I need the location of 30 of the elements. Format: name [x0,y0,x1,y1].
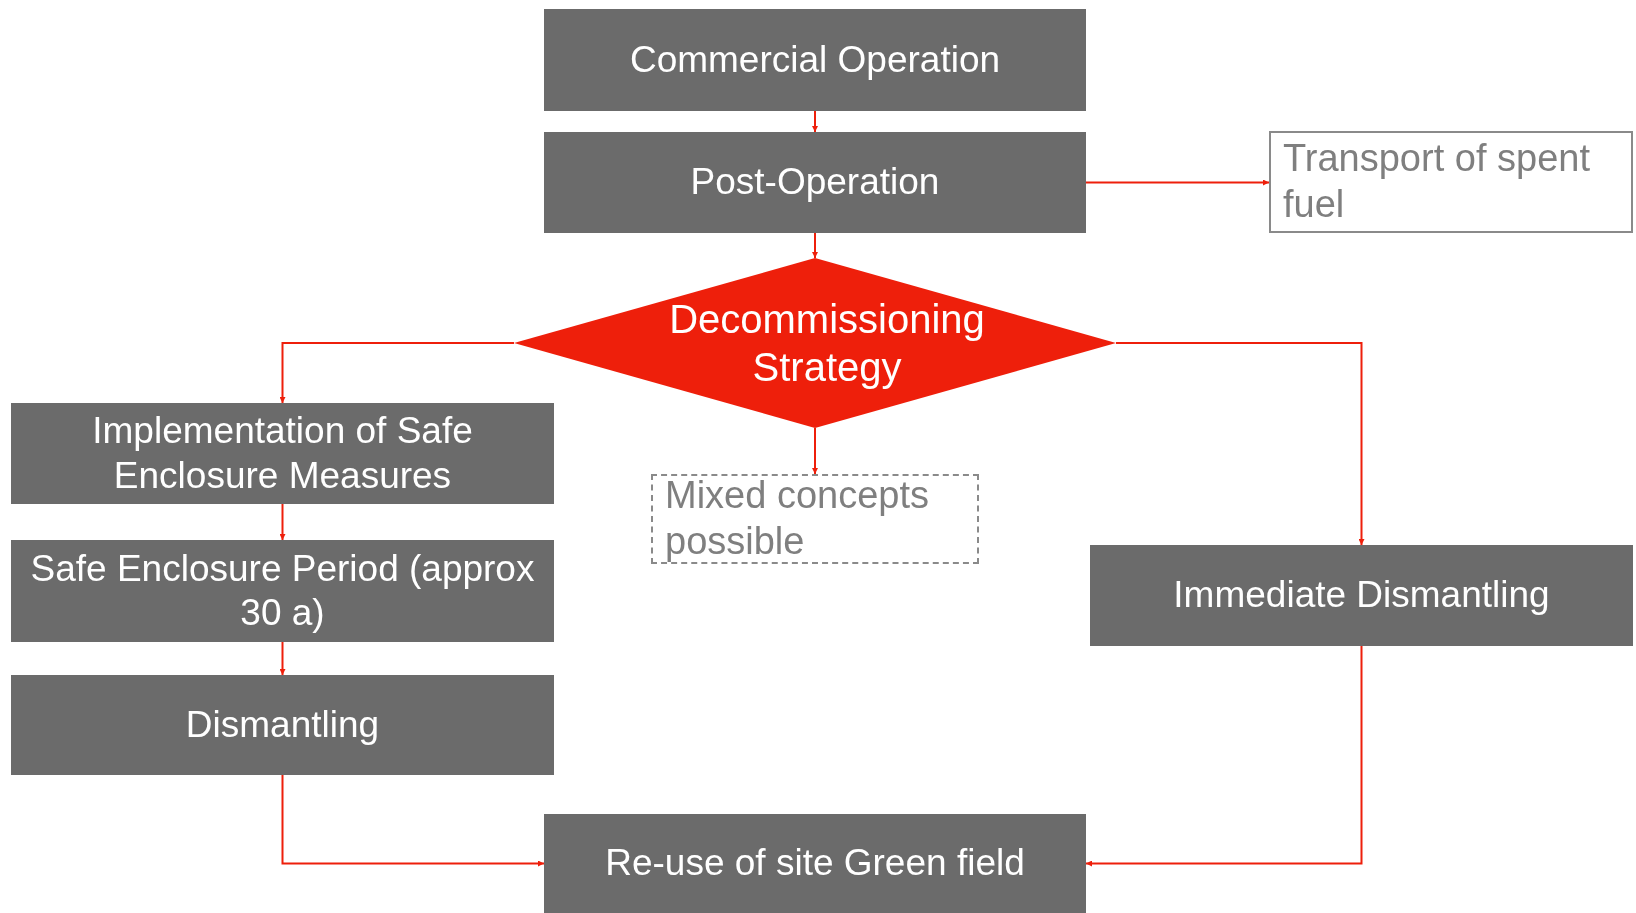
process-box [544,814,1086,913]
node-label: Transport of spent fuel [1283,136,1591,227]
arrow [279,641,286,676]
decision-diamond [514,258,1116,428]
arrow [1085,645,1363,867]
arrow [812,232,818,259]
note-box [1269,131,1633,233]
arrow [279,342,515,404]
node-label: Safe Enclosure Period (approx 30 a) [29,546,536,635]
node-label: Decommissioning Strategy [668,296,986,391]
process-box [544,132,1086,233]
node-label: Immediate Dismantling [1173,573,1550,618]
process-box [1090,545,1633,646]
arrow [1115,342,1365,546]
arrow [1085,179,1270,186]
arrow [812,110,818,133]
process-box [11,675,554,775]
node-label: Implementation of Safe Enclosure Measures [91,409,474,498]
node-label: Dismantling [185,702,380,747]
arrow [279,503,286,541]
process-box [544,9,1086,111]
process-box [11,403,554,504]
node-label: Commercial Operation [629,37,1001,82]
arrow [812,427,818,475]
node-label: Post-Operation [690,160,940,205]
arrow [281,774,545,867]
process-box [11,540,554,642]
node-label: Mixed concepts possible [665,473,930,564]
node-label: Re-use of site Green field [605,841,1025,886]
note-box [651,474,979,564]
